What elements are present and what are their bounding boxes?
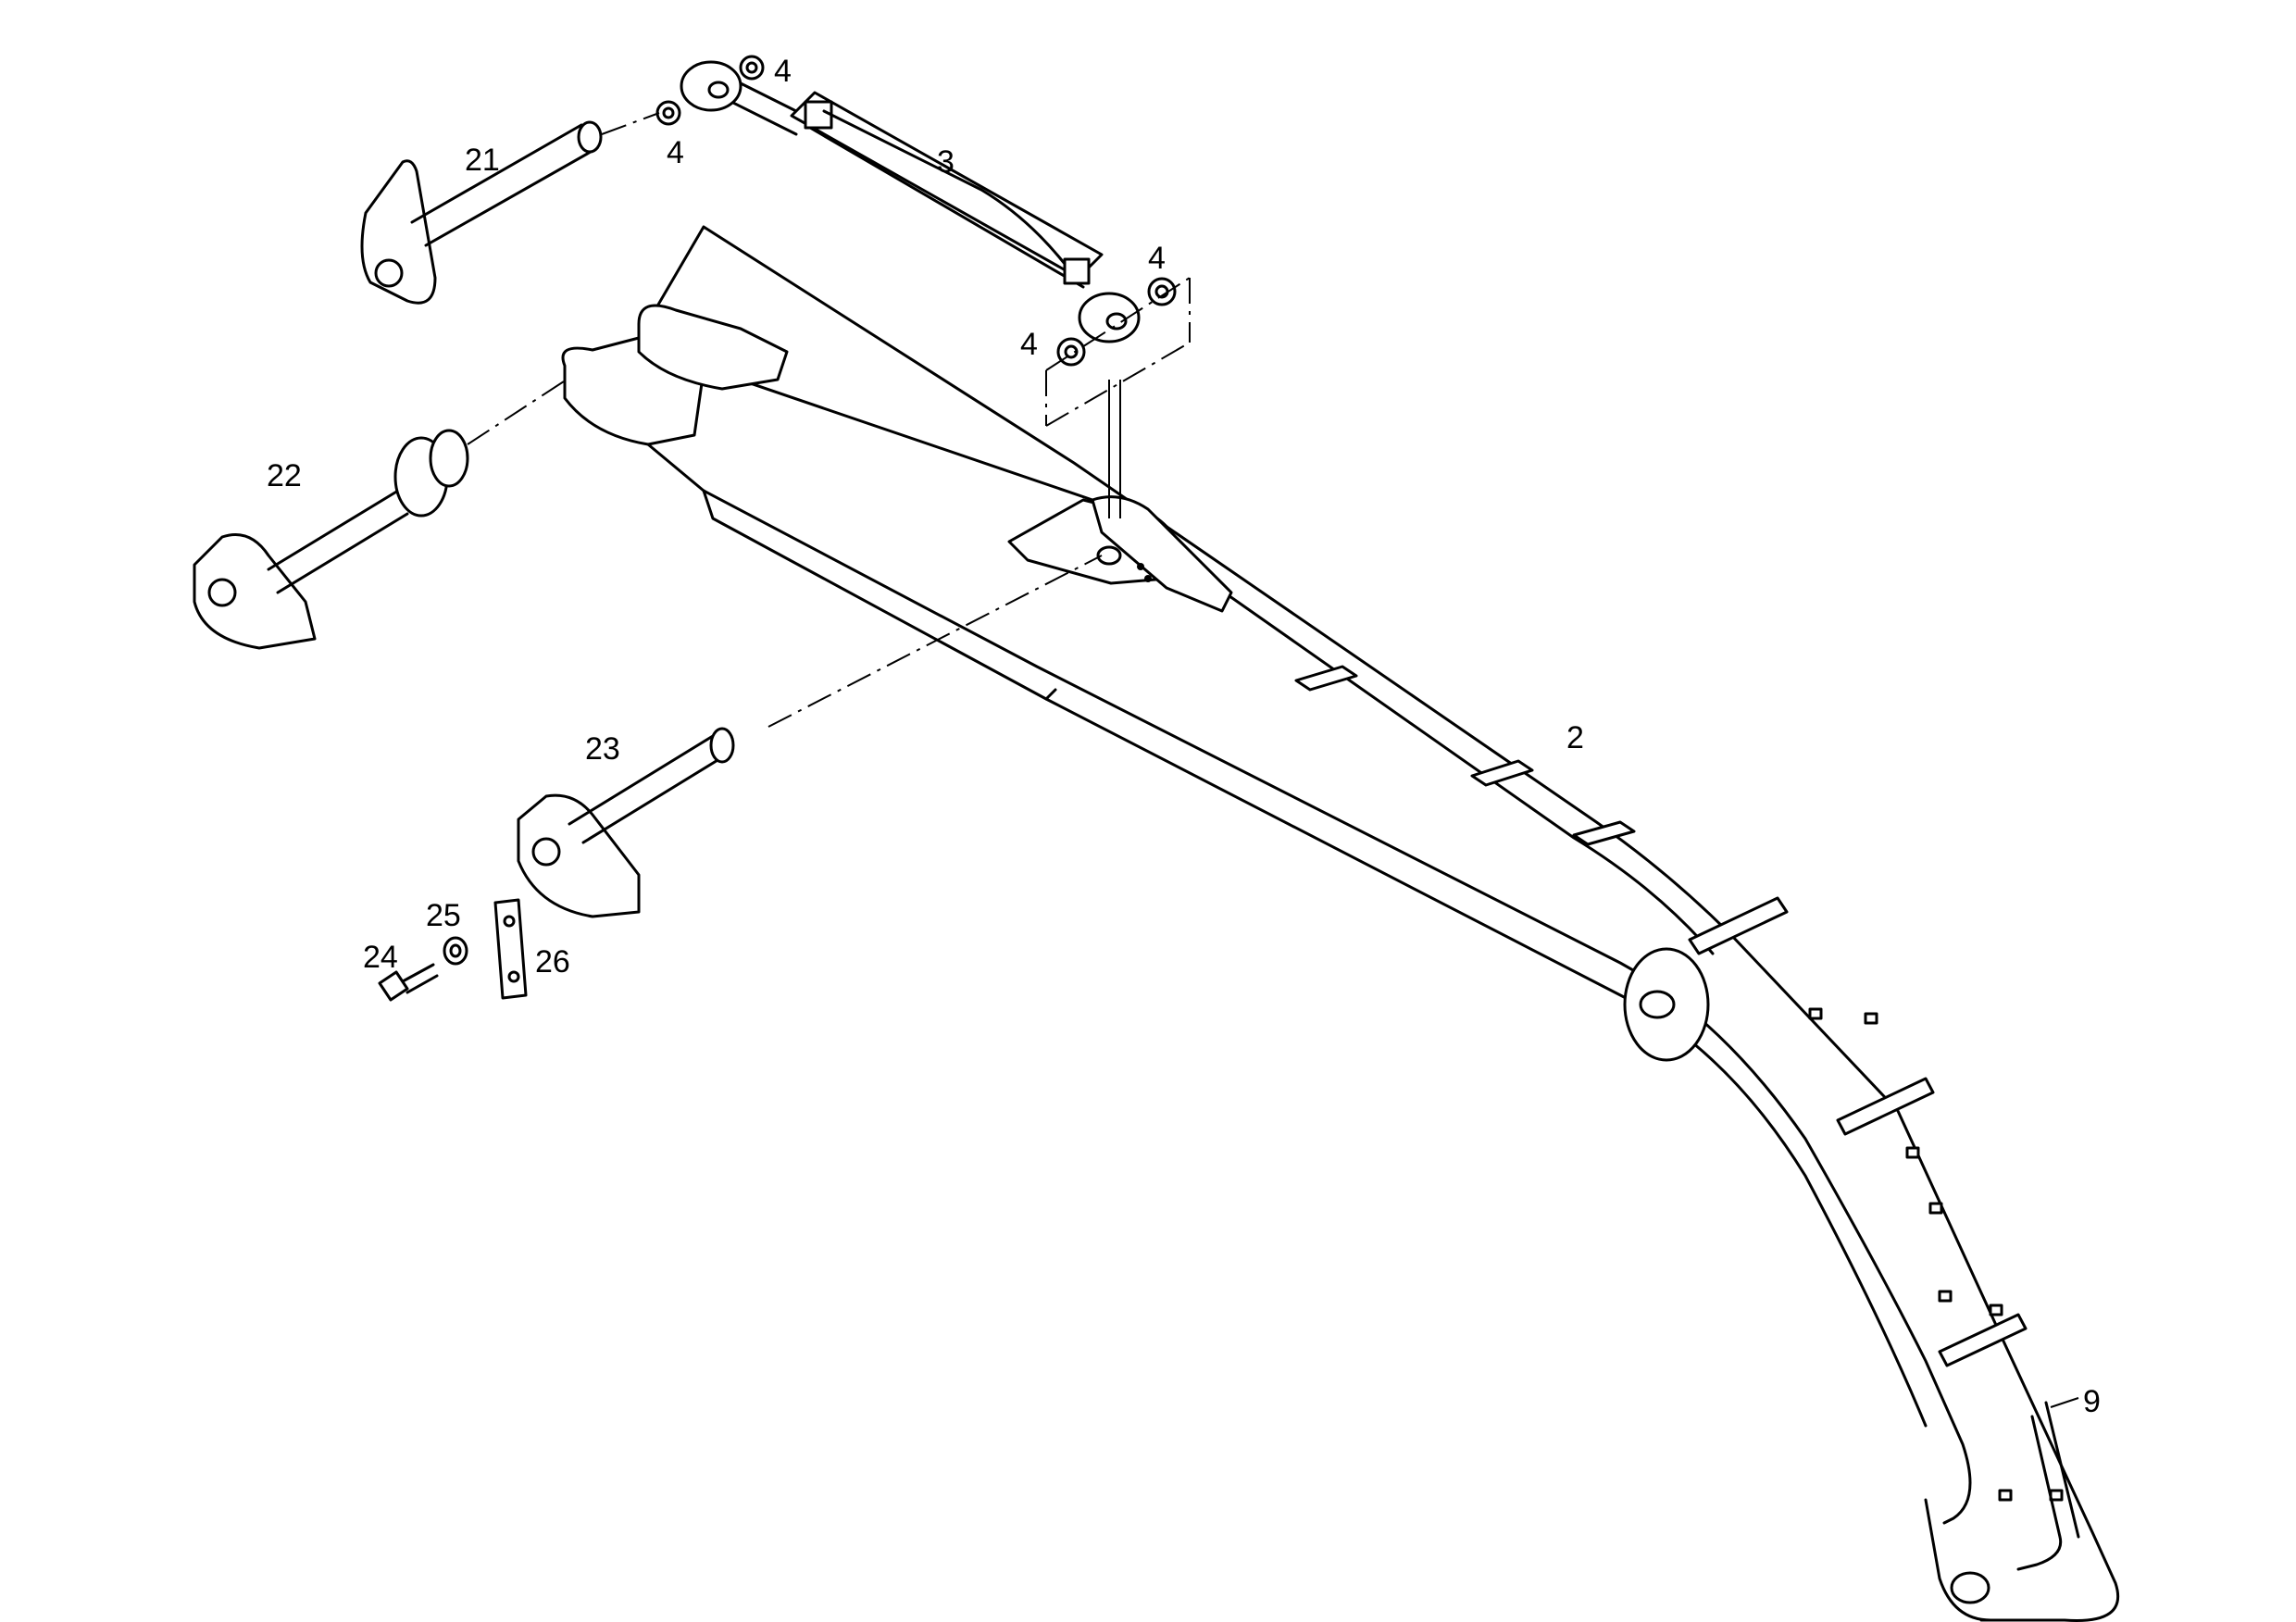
bolt-24	[378, 963, 439, 1002]
callout-21: 21	[465, 143, 500, 178]
callout-25: 25	[426, 898, 461, 933]
callout-4-left: 4	[667, 135, 684, 170]
pin-23	[517, 555, 1103, 918]
callout-4-top: 4	[774, 54, 792, 89]
callout-9: 9	[2083, 1384, 2101, 1419]
callout-4-right: 4	[1148, 241, 1166, 276]
boom-arm	[561, 225, 2120, 1622]
washer-25	[443, 936, 468, 966]
callout-24: 24	[363, 940, 398, 975]
callout-26: 26	[535, 944, 570, 979]
callout-22: 22	[267, 458, 302, 493]
callout-3: 3	[937, 144, 955, 180]
hydraulic-cylinder	[680, 60, 1141, 343]
plate-26	[493, 898, 528, 1000]
pin-22	[193, 379, 568, 650]
callout-23: 23	[585, 731, 620, 767]
callout-4-lower: 4	[1020, 327, 1038, 362]
pin-21	[360, 112, 660, 305]
callout-2: 2	[1566, 720, 1584, 755]
